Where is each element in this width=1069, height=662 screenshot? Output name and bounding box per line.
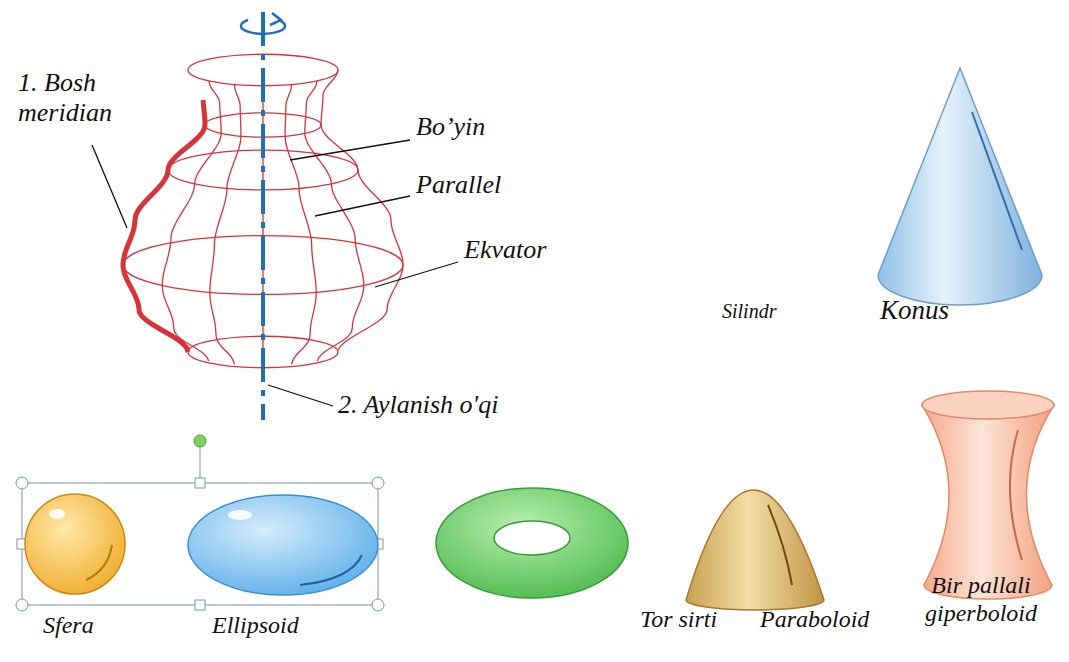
- meridian: [321, 70, 403, 350]
- label-text: 2. Aylanish o'qi: [338, 390, 498, 420]
- label-text: Silindr: [722, 300, 776, 323]
- paraboloid: [686, 490, 824, 610]
- ellipsoid: [188, 495, 378, 595]
- label-text: Tor sirti: [640, 606, 717, 634]
- meridian: [305, 81, 364, 361]
- label-text: Konus: [880, 295, 949, 326]
- rotation-arrowhead: [270, 13, 281, 25]
- cone: [878, 68, 1042, 305]
- label-text: Parallel: [416, 170, 501, 200]
- meridian: [210, 85, 241, 365]
- meridian: [162, 81, 221, 361]
- label-text: Ellipsoid: [212, 612, 299, 640]
- label-text: Bir pallali giperboloid: [906, 572, 1056, 627]
- label-text: Ekvator: [464, 235, 546, 265]
- main-meridian: [123, 100, 205, 352]
- leader-lines: [92, 140, 458, 406]
- selection-frame: [16, 435, 384, 611]
- label-text: Sfera: [43, 612, 94, 640]
- label-text: Paraboloid: [760, 606, 869, 634]
- label-text: Bo’yin: [416, 112, 485, 142]
- hyperboloid: [922, 391, 1054, 599]
- torus: [436, 488, 628, 598]
- sphere: [25, 494, 125, 594]
- label-text: 1. Bosh meridian: [18, 68, 168, 128]
- rotation-axis: [261, 12, 265, 420]
- meridian: [285, 85, 316, 365]
